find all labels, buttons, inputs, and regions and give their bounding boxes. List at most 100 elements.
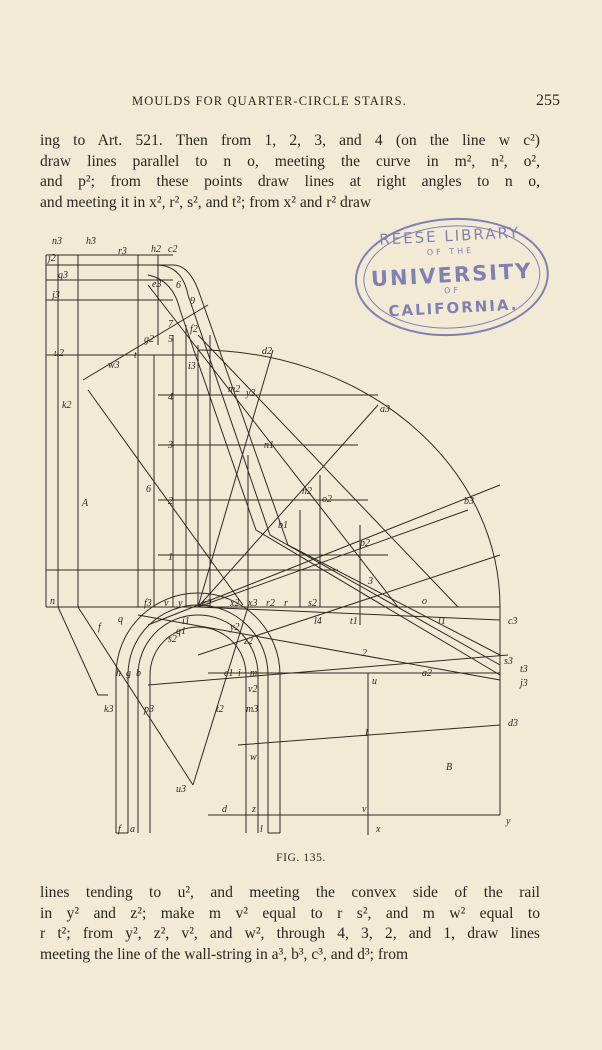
library-stamp: REESE LIBRARY OF THE UNIVERSITY OF CALIF…	[349, 210, 556, 350]
diagram-label: x2	[230, 598, 240, 609]
diagram-label: q	[118, 614, 123, 625]
stamp-outline	[354, 217, 549, 337]
diagram-label: 9	[190, 296, 195, 307]
diagram-label: h	[116, 668, 121, 679]
diagram-label: m2	[228, 384, 241, 395]
diagram-label: v	[164, 598, 169, 609]
paragraph-bottom: lines tending to u², and meeting the con…	[40, 883, 540, 965]
diagram-label: z	[252, 804, 256, 815]
diagram-label: y3	[246, 388, 256, 399]
diagram-label: f	[98, 622, 101, 633]
diagram-label: n3	[52, 236, 62, 247]
diagram-label: y2	[230, 622, 240, 633]
paragraph-top: ing to Art. 521. Then from 1, 2, 3, and …	[40, 131, 540, 213]
diagram-label: l4	[314, 616, 322, 627]
diagram-label: v2	[248, 684, 258, 695]
diagram-label: c1	[224, 668, 234, 679]
diagram-label: x3	[248, 598, 258, 609]
diagram-label: o2	[322, 494, 332, 505]
diagram-label: a	[130, 824, 135, 835]
diagram-label: d3	[508, 718, 518, 729]
diagram-label: 2	[168, 496, 173, 507]
diagram-label: g	[126, 668, 131, 679]
diagram-label: s2	[168, 634, 177, 645]
diagram-label: m3	[246, 704, 259, 715]
diagram-label: b1	[278, 520, 288, 531]
diagram-label: 5	[168, 334, 173, 345]
stair-mould-diagram: n3 h3 r3 h2 c2 j2 g3 j3 e3 6 9 7 f2 g2 5…	[38, 225, 562, 845]
diagram-label: A	[82, 498, 89, 509]
diagram-label: 2	[362, 648, 367, 659]
diagram-label: x	[376, 824, 381, 835]
diagram-label: p3	[144, 704, 154, 715]
diagram-label: u2	[54, 348, 64, 359]
diagram-label: r	[284, 598, 288, 609]
text-line: draw lines parallel to n o, meeting the …	[40, 152, 540, 170]
diagram-label: h2	[151, 244, 161, 255]
text-line: and meeting it in x², r², s², and t²; fr…	[40, 193, 372, 211]
diagram-label: a3	[380, 404, 390, 415]
text-line: meeting the line of the wall-string in a…	[40, 945, 409, 963]
diagram-label: d2	[262, 346, 272, 357]
page-number: 255	[536, 92, 560, 109]
running-head: MOULDS FOR QUARTER-CIRCLE STAIRS.	[132, 94, 407, 108]
diagram-label: n2	[302, 486, 312, 497]
diagram-label: t3	[520, 664, 528, 675]
diagram-label: a2	[422, 668, 432, 679]
diagram-label: q1	[176, 626, 186, 637]
diagram-label: u	[372, 676, 377, 687]
diagram-label: k3	[104, 704, 114, 715]
diagram-label: i1	[182, 616, 190, 627]
diagram-label: B	[446, 762, 453, 773]
diagram-label: t2	[216, 704, 224, 715]
diagram-label: y	[506, 816, 511, 827]
diagram-label: n1	[264, 440, 274, 451]
diagram-label: i	[238, 668, 241, 679]
diagram-label: c2	[168, 244, 178, 255]
diagram-label: c3	[508, 616, 518, 627]
figure-caption: FIG. 135.	[276, 852, 326, 864]
diagram-label: 6	[176, 280, 181, 291]
diagram-label: l	[260, 824, 263, 835]
text-line: r t²; from y², z², v², and w², through 4…	[40, 925, 540, 943]
text-line: in y² and z²; make m v² equal to r s², a…	[40, 904, 540, 922]
diagram-label: f	[118, 824, 121, 835]
diagram-label: h3	[86, 236, 96, 247]
diagram-label: s2	[308, 598, 317, 609]
diagram-label: j3	[52, 290, 60, 301]
diagram-label: l1	[438, 616, 446, 627]
diagram-label: t1	[350, 616, 358, 627]
diagram-label: j3	[520, 678, 528, 689]
diagram-label: r2	[266, 598, 275, 609]
diagram-label: v	[362, 804, 367, 815]
diagram-label: s3	[504, 656, 513, 667]
diagram-label: 1	[168, 552, 173, 563]
diagram-label: d	[222, 804, 227, 815]
diagram-label: c2	[202, 598, 212, 609]
diagram-label: o	[422, 596, 427, 607]
diagram-label: g3	[58, 270, 68, 281]
diagram-label: m	[250, 668, 258, 679]
diagram-label: g2	[144, 334, 154, 345]
diagram-label: t	[134, 350, 137, 361]
diagram-label: f2	[190, 324, 198, 335]
text-line: lines tending to u², and meeting the con…	[40, 884, 540, 901]
diagram-label: b3	[464, 496, 474, 507]
diagram-drawing	[45, 254, 509, 835]
diagram-label: y	[178, 598, 183, 609]
diagram-label: 6	[146, 484, 151, 495]
diagram-label: 3	[368, 576, 373, 587]
diagram-label: p2	[360, 538, 370, 549]
text-line: and p²; from these points draw lines at …	[40, 173, 540, 191]
diagram-label: f3	[144, 598, 152, 609]
page-header: MOULDS FOR QUARTER-CIRCLE STAIRS. 255	[40, 92, 560, 114]
diagram-label: e3	[152, 279, 162, 290]
diagram-label: r3	[118, 246, 127, 257]
diagram-label: 7	[168, 319, 173, 330]
diagram-label: w	[250, 752, 257, 763]
diagram-label: 1	[364, 728, 369, 739]
diagram-label: j2	[48, 253, 56, 264]
text-line: ing to Art. 521. Then from 1, 2, 3, and …	[40, 132, 540, 149]
diagram-label: n	[50, 596, 55, 607]
diagram-label: k2	[62, 400, 72, 411]
